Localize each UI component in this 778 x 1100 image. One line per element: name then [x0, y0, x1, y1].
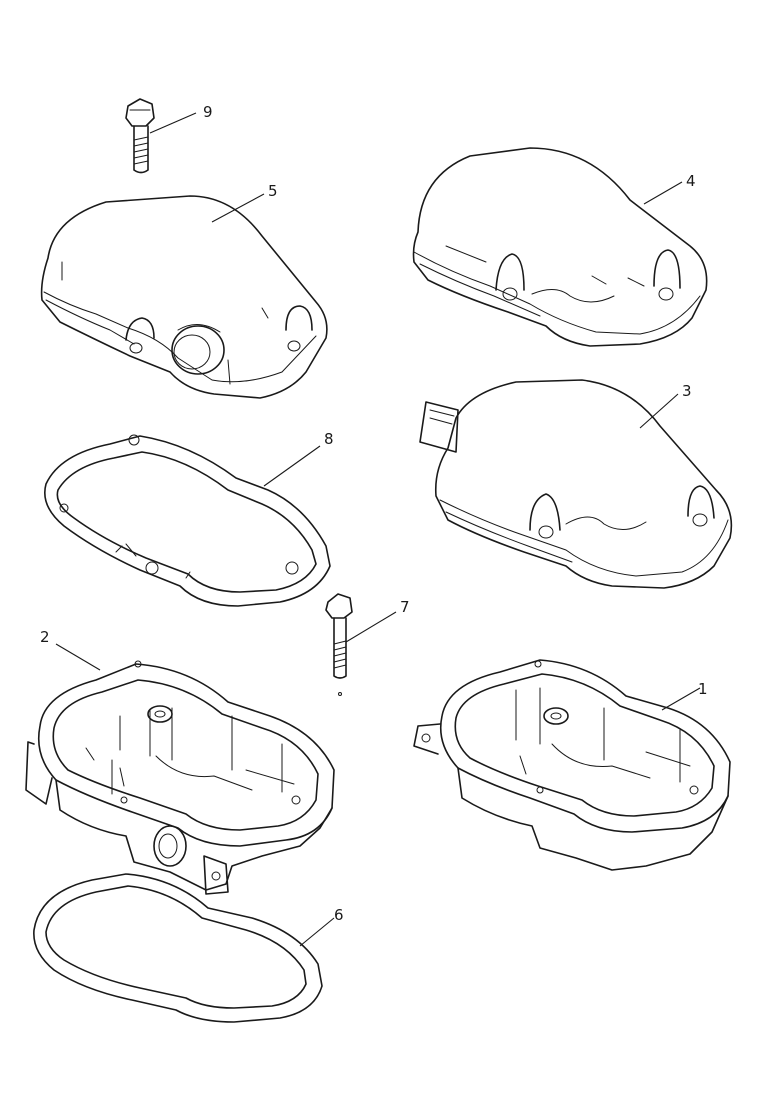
callout-3: 3	[682, 382, 692, 400]
callout-8: 8	[324, 430, 334, 448]
callout-6: 6	[334, 906, 344, 924]
leader-line-1	[661, 687, 701, 711]
gasket-part-8	[44, 434, 331, 607]
leader-line-2	[55, 643, 101, 671]
callout-4: 4	[686, 172, 696, 190]
leader-line-4	[643, 181, 683, 205]
valve-cover-part-4	[412, 147, 708, 347]
callout-2: 2	[40, 628, 50, 646]
callout-5: 5	[268, 182, 278, 200]
leader-line-3	[639, 393, 679, 429]
valve-cover-part-5	[40, 195, 328, 399]
callout-7: 7	[400, 598, 410, 616]
leader-line-9	[149, 112, 197, 134]
bolt-part-7	[325, 593, 353, 696]
gasket-part-6	[33, 873, 323, 1023]
valve-cover-part-3	[419, 379, 733, 589]
bolt-part-9	[125, 98, 155, 174]
housing-part-1	[413, 659, 731, 871]
callout-1: 1	[698, 680, 708, 698]
leader-line-7	[345, 611, 397, 643]
callout-9: 9	[203, 103, 213, 121]
leader-line-8	[263, 445, 321, 487]
housing-part-2	[25, 660, 335, 895]
leader-line-5	[211, 193, 265, 223]
leader-line-6	[299, 917, 335, 947]
